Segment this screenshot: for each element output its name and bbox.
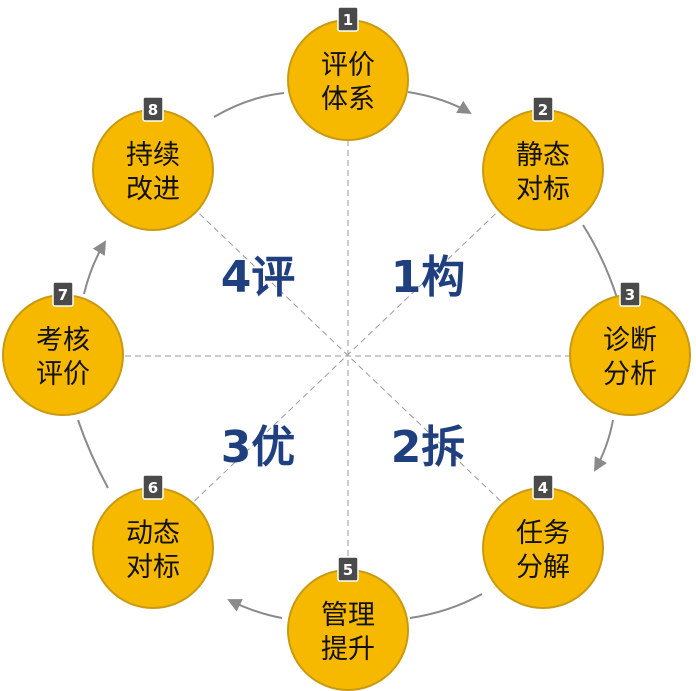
step-label-line1: 管理 [321,600,375,631]
step-label-line1: 持续 [126,140,180,171]
connector-3-4 [594,419,614,472]
step-number-badge [337,6,359,32]
axis-lines [115,120,600,640]
step-number: 4 [538,479,548,497]
step-label-line1: 诊断 [603,325,657,356]
connector-1-2 [407,91,472,115]
step-label-line2: 分解 [516,552,570,583]
axis-diagonal-2 [184,199,511,511]
connector-4-5 [409,593,483,619]
quadrant-label-2: 2拆 [391,422,466,473]
step-number-badge [619,281,641,307]
step-label-line2: 提升 [321,634,375,665]
step-label-line2: 改进 [126,174,180,205]
step-number: 3 [625,286,635,304]
step-label-line2: 分析 [603,359,657,390]
step-number: 1 [343,11,353,29]
step-number: 5 [343,561,353,579]
connector-7-8 [83,240,107,295]
quadrant-label-4: 4评 [221,252,296,303]
step-label-line1: 动态 [126,518,180,549]
step-number: 6 [148,479,158,497]
step-label-line1: 考核 [36,325,90,356]
step-number: 8 [148,101,158,119]
connector-2-3 [582,224,618,299]
cycle-connectors [77,91,618,619]
step-number-badge [52,281,74,307]
connector-8-1 [213,92,285,118]
connector-6-7 [77,419,109,489]
quadrant-labels: 1构 2拆 3优 4评 [221,252,466,473]
step-label-line2: 体系 [321,84,375,115]
step-label-line1: 静态 [516,140,570,171]
quadrant-label-3: 3优 [221,422,296,473]
step-number-badge [532,96,554,122]
step-label-line2: 对标 [516,174,570,205]
quadrant-label-1: 1构 [391,252,466,303]
step-number: 7 [58,286,68,304]
step-number-badge [142,96,164,122]
step-label-line2: 对标 [126,552,180,583]
step-number-badge [532,474,554,500]
step-label-line1: 评价 [321,50,375,81]
step-label-line1: 任务 [516,518,570,549]
connector-5-6 [227,599,283,619]
step-number-badge [337,556,359,582]
step-number: 2 [538,101,548,119]
step-number-badge [142,474,164,500]
step-label-line2: 评价 [36,359,90,390]
